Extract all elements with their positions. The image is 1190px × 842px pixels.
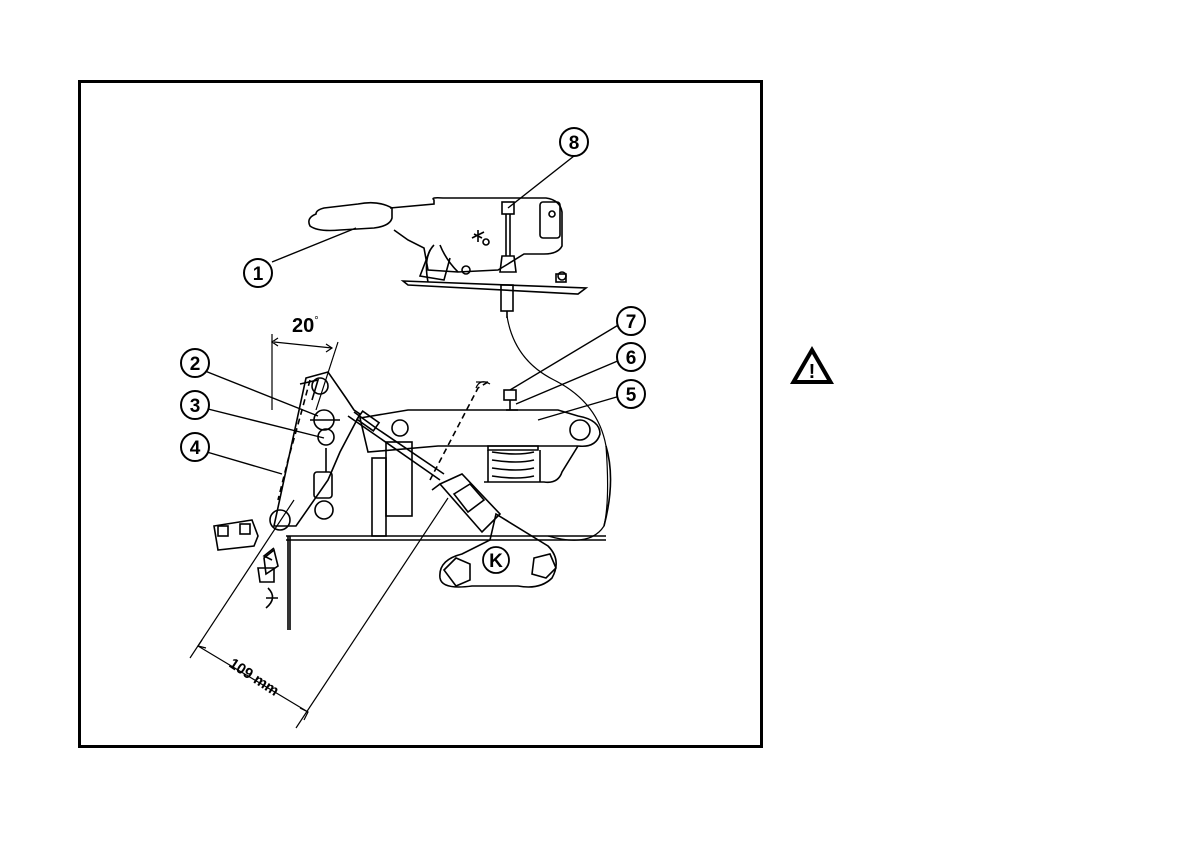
callout-leaders <box>200 156 620 474</box>
angle-label: 20° <box>292 315 319 337</box>
callout-6: 6 <box>617 343 645 371</box>
svg-text:1: 1 <box>253 264 264 285</box>
svg-text:7: 7 <box>626 312 637 333</box>
brake-linkage <box>214 372 611 630</box>
hand-brake-lever <box>309 198 586 318</box>
angle-dimension <box>272 334 338 410</box>
callout-2: 2 <box>181 349 209 377</box>
svg-text:3: 3 <box>190 396 201 417</box>
svg-text:8: 8 <box>569 133 580 154</box>
svg-text:5: 5 <box>626 385 637 406</box>
warning-triangle-icon: ! <box>788 344 836 386</box>
callout-5: 5 <box>617 380 645 408</box>
component-k-text: K <box>489 551 503 572</box>
callout-3: 3 <box>181 391 209 419</box>
parking-brake-diagram: K 20° 109 mm 1 2 3 <box>78 80 763 748</box>
brake-cable <box>507 316 608 540</box>
svg-text:6: 6 <box>626 348 637 369</box>
svg-text:4: 4 <box>190 438 201 459</box>
component-k-label: K <box>483 547 509 573</box>
warning-symbol: ! <box>809 361 816 383</box>
figure-frame <box>80 82 762 747</box>
callout-4: 4 <box>181 433 209 461</box>
callout-8: 8 <box>560 128 588 156</box>
callout-7: 7 <box>617 307 645 335</box>
length-label: 109 mm <box>226 655 282 700</box>
svg-text:2: 2 <box>190 354 201 375</box>
callout-1: 1 <box>244 259 272 287</box>
